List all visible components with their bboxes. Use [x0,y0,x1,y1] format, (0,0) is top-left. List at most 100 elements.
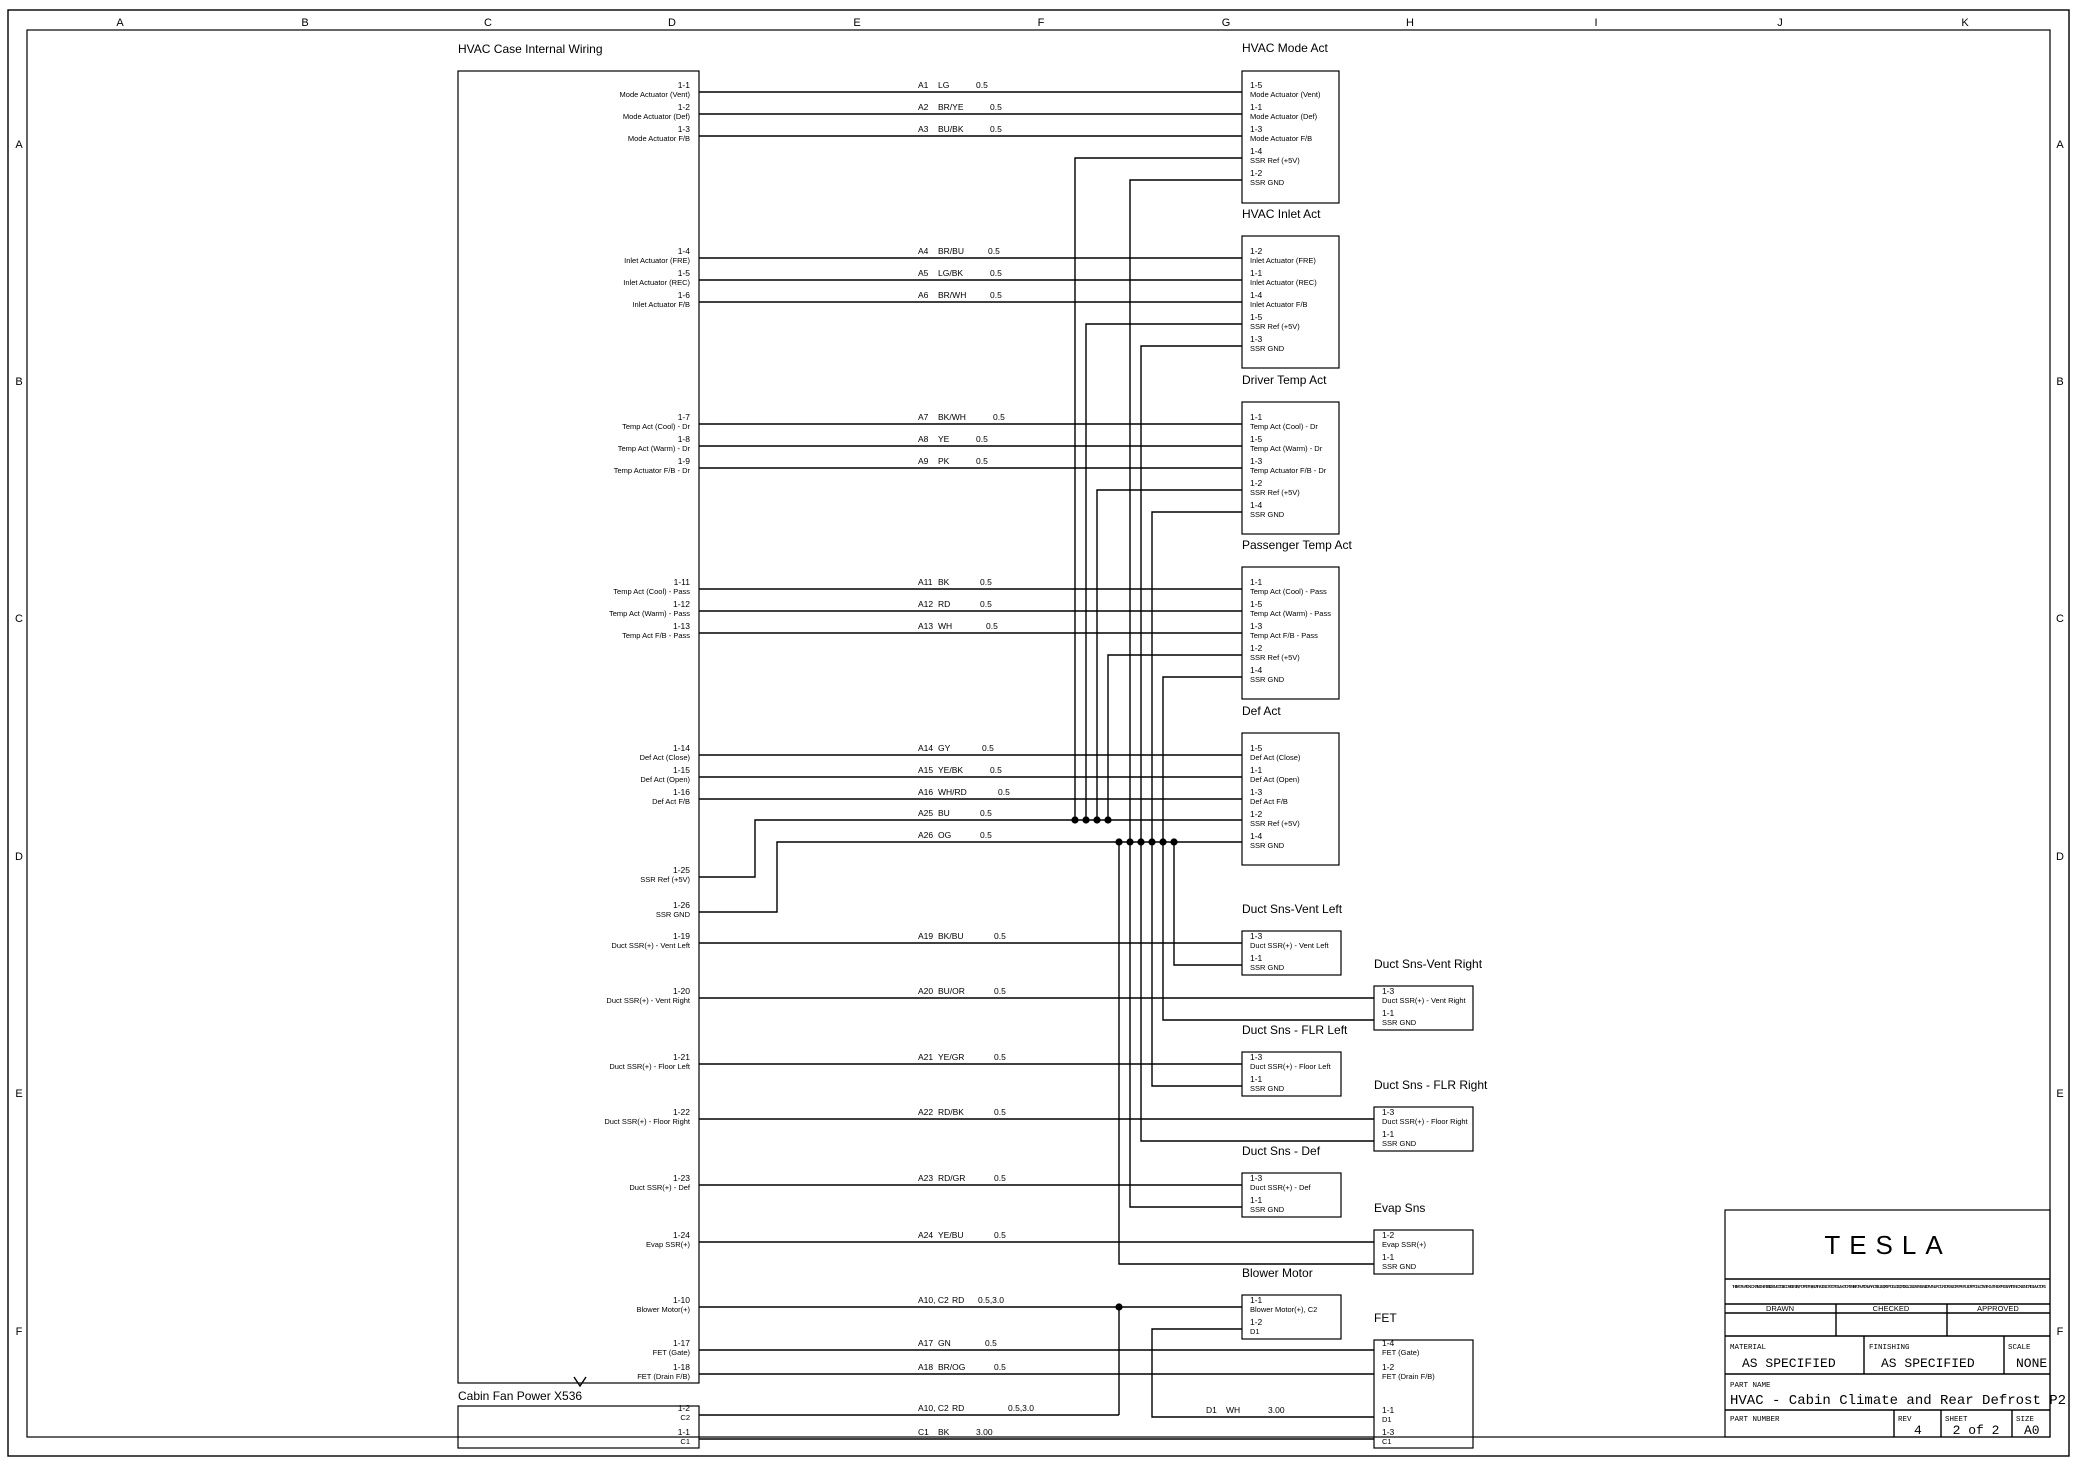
grid-column-label: G [1222,17,1231,29]
component-pin-number: 1-1 [1250,268,1263,278]
left-pin-label: Mode Actuator (Vent) [620,90,691,99]
left-pin-label: Temp Act (Cool) - Pass [613,587,690,596]
component-pin-number: 1-3 [1250,621,1263,631]
wire-id-label: A6 [918,290,929,300]
left-pin-number: 1-3 [678,124,691,134]
drawn-label: DRAWN [1766,1304,1794,1313]
component-pin-label: FET (Gate) [1382,1348,1420,1357]
left-pin-label: Mode Actuator F/B [628,134,690,143]
wire-id-label: A12 [918,599,933,609]
wire-gauge-label: 0.5 [990,290,1002,300]
wire-gauge-label: 0.5 [994,1107,1006,1117]
grid-column-label: F [1038,17,1045,29]
component-box [1241,930,1342,976]
component-title: Duct Sns - FLR Right [1374,1078,1488,1092]
wire-gauge-label: 3.00 [1268,1405,1285,1415]
component-pin-label: SSR GND [1250,841,1285,850]
ssr-gnd-branch-down [1129,842,1242,1208]
component-pin-label: Temp Actuator F/B - Dr [1250,466,1327,475]
component-pin-label: Temp Act (Warm) - Dr [1250,444,1323,453]
ssr-ref-branch [1085,323,1242,820]
blower-d1-wire [1151,1328,1374,1418]
left-pin-number: 1-9 [678,456,691,466]
left-pin-label: Blower Motor(+) [636,1305,690,1314]
ssr-ref-feed-wire [699,819,1110,878]
left-pin-number: 1-23 [673,1173,690,1183]
wire-color-label: RD [952,1403,964,1413]
left-pin-number: 1-1 [678,80,691,90]
left-pin-label: SSR Ref (+5V) [640,875,690,884]
wire-id-label: A11 [918,577,933,587]
left-pin-label: Temp Actuator F/B - Dr [614,466,691,475]
component-pin-number: 1-1 [1250,765,1263,775]
wire-id-label: A20 [918,986,933,996]
component-title: Driver Temp Act [1242,373,1327,387]
component-pin-label: SSR GND [1382,1018,1417,1027]
component-pin-number: 1-1 [1382,1252,1395,1262]
ssr-ref-branch [1107,654,1242,820]
component-pin-label: Mode Actuator (Def) [1250,112,1318,121]
wire-gauge-label: 0.5 [990,268,1002,278]
component-pin-number: 1-1 [1382,1405,1395,1415]
component-pin-number: 1-3 [1382,1427,1395,1437]
component-pin-number: 1-2 [1250,643,1263,653]
wire-id-label: A18 [918,1362,933,1372]
component-title: Def Act [1242,704,1281,718]
tesla-logo: TESLA [1824,1230,1951,1260]
component-pin-label: Duct SSR(+) - Floor Left [1250,1062,1332,1071]
wire-id-label: A24 [918,1230,933,1240]
component-pin-label: SSR GND [1382,1262,1417,1271]
wire-gauge-label: 0.5 [980,808,992,818]
component-pin-label: SSR GND [1382,1139,1417,1148]
wire-id-label: A17 [918,1338,933,1348]
grid-column-label: B [301,17,308,29]
grid-row-label-right: A [2056,139,2064,151]
left-pin-number: 1-24 [673,1230,690,1240]
wire-gauge-label: 0.5 [990,765,1002,775]
component-pin-number: 1-4 [1382,1338,1395,1348]
wire-id-label: A16 [918,787,933,797]
component-pin-label: Inlet Actuator F/B [1250,300,1308,309]
wire-gauge-label: 0.5 [976,456,988,466]
wire-gauge-label: 0.5 [980,599,992,609]
wire-gauge-label: 0.5 [994,1362,1006,1372]
left-pin-number: 1-19 [673,931,690,941]
wire-color-label: GN [938,1338,951,1348]
left-pin-number: 1-25 [673,865,690,875]
grid-column-label: K [1961,17,1969,29]
component-pin-label: Duct SSR(+) - Floor Right [1382,1117,1469,1126]
wire-id-label: A9 [918,456,929,466]
component-pin-label: Def Act (Open) [1250,775,1300,784]
component-pin-number: 1-1 [1250,412,1263,422]
left-pin-label: FET (Drain F/B) [637,1372,690,1381]
left-pin-number: 1-5 [678,268,691,278]
component-pin-label: Temp Act (Cool) - Pass [1250,587,1327,596]
wire-gauge-label: 0.5 [994,1230,1006,1240]
wire-color-label: YE/BK [938,765,963,775]
component-pin-number: 1-2 [1250,478,1263,488]
component-pin-label: D1 [1382,1415,1392,1424]
left-pin-label: Inlet Actuator F/B [632,300,690,309]
grid-row-label-right: C [2056,613,2064,625]
component-title: FET [1374,1311,1397,1325]
wire-id-label: A4 [918,246,929,256]
wire-id-label: A13 [918,621,933,631]
wire-id-label: A10, C2 [918,1403,949,1413]
grid-column-label: I [1594,17,1597,29]
component-pin-label: SSR GND [1250,178,1285,187]
cabin-fan-power-block [457,1405,700,1449]
component-pin-number: 1-5 [1250,80,1263,90]
wire-gauge-label: 0.5 [994,1173,1006,1183]
wire-gauge-label: 0.5,3.0 [978,1295,1004,1305]
wire-color-label: PK [938,456,950,466]
component-pin-number: 1-2 [1250,1317,1263,1327]
component-pin-label: Def Act (Close) [1250,753,1301,762]
component-pin-number: 1-1 [1250,1195,1263,1205]
wire-color-label: WH [1226,1405,1240,1415]
component-box [1373,1339,1474,1449]
component-pin-label: FET (Drain F/B) [1382,1372,1435,1381]
component-pin-number: 1-4 [1250,665,1263,675]
wire-id-label: D1 [1206,1405,1217,1415]
left-pin-label: Duct SSR(+) - Floor Right [604,1117,691,1126]
